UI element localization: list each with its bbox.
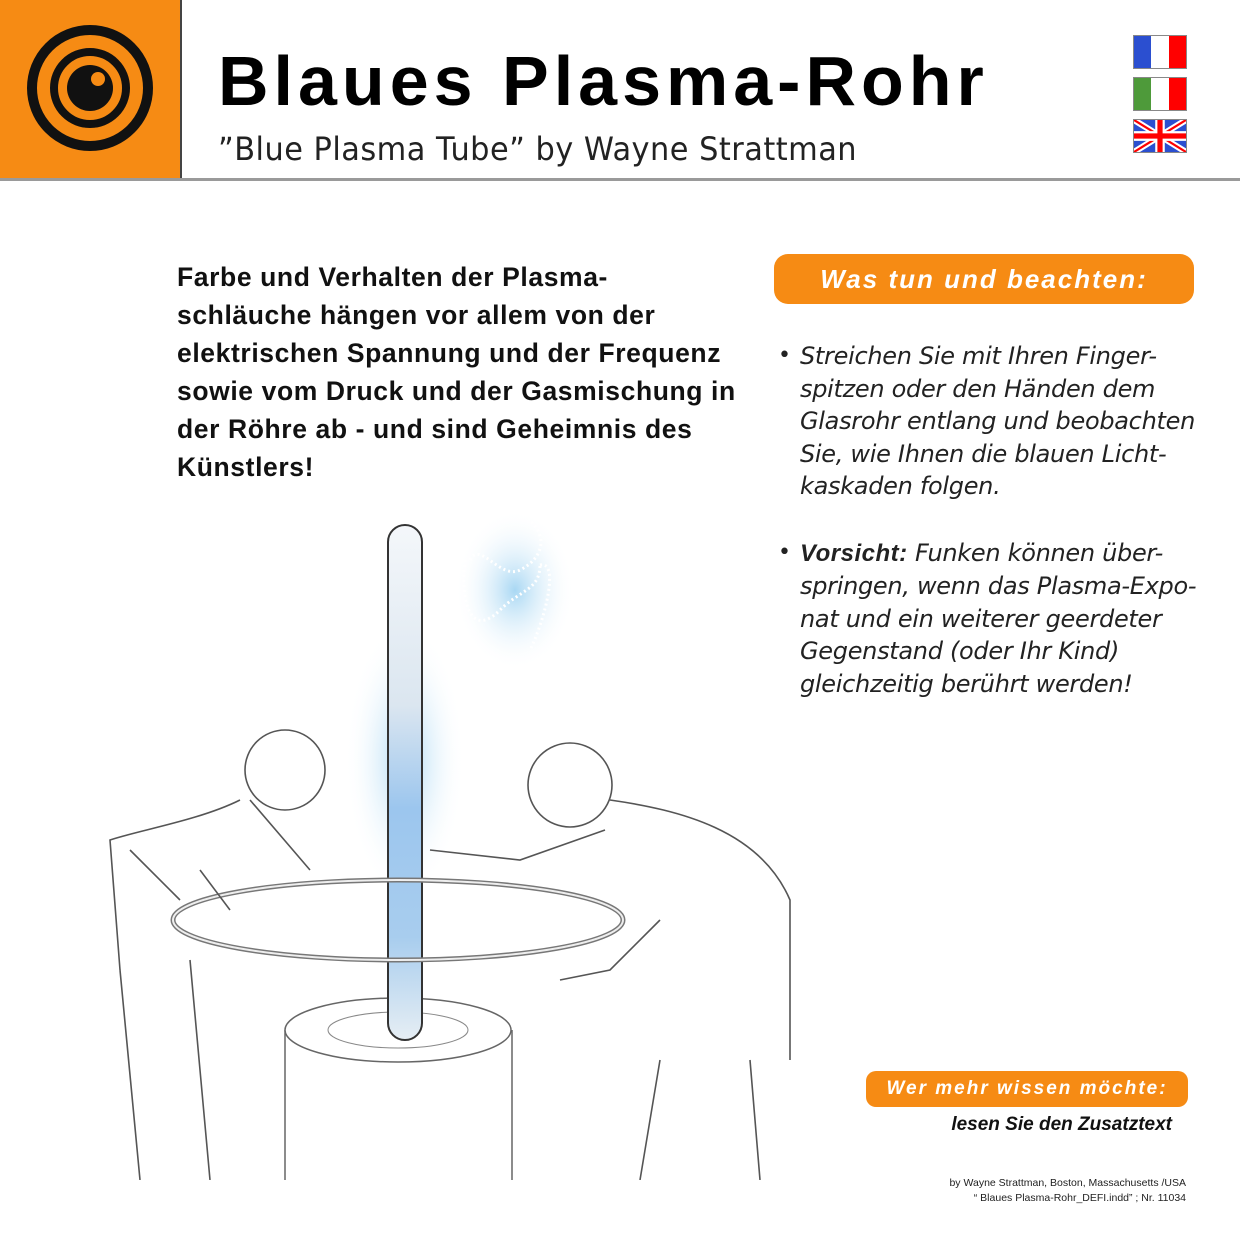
list-item: • Vorsicht: Funken können über-springen,…	[778, 537, 1198, 701]
warning-label: Vorsicht:	[800, 539, 908, 567]
bullet-icon: •	[778, 539, 791, 565]
page-title: Blaues Plasma-Rohr	[218, 42, 989, 120]
flag-france-icon[interactable]	[1133, 35, 1187, 69]
instructions-list: • Streichen Sie mit Ihren Finger-spitzen…	[778, 340, 1198, 734]
language-switcher	[1133, 35, 1189, 161]
bullet-icon: •	[778, 343, 791, 368]
logo	[0, 0, 182, 178]
credits: by Wayne Strattman, Boston, Massachusett…	[820, 1176, 1186, 1206]
tip-text: Streichen Sie mit Ihren Finger-spitzen o…	[800, 342, 1195, 500]
page-subtitle: ”Blue Plasma Tube” by Wayne Strattman	[218, 130, 858, 168]
tip-text: Funken können über-springen, wenn das Pl…	[800, 538, 1197, 698]
credits-file: “ Blaues Plasma-Rohr_DEFI.indd” ; Nr. 11…	[973, 1192, 1186, 1204]
list-item: • Streichen Sie mit Ihren Finger-spitzen…	[778, 340, 1198, 503]
target-eye-icon	[27, 25, 153, 151]
intro-text: Farbe und Verhalten der Plasma-schläuche…	[177, 262, 736, 482]
more-info-heading: Wer mehr wissen möchte:	[866, 1071, 1188, 1107]
flag-italy-icon[interactable]	[1133, 77, 1187, 111]
illustration	[100, 500, 800, 1181]
credits-author: by Wayne Strattman, Boston, Massachusett…	[949, 1177, 1186, 1189]
more-info-link[interactable]: lesen Sie den Zusatztext	[951, 1114, 1172, 1135]
instructions-heading: Was tun und beachten:	[774, 254, 1194, 304]
flag-uk-icon[interactable]	[1133, 119, 1187, 153]
header: Blaues Plasma-Rohr ”Blue Plasma Tube” by…	[0, 0, 1240, 181]
plasma-tube-illustration	[109, 510, 791, 1181]
